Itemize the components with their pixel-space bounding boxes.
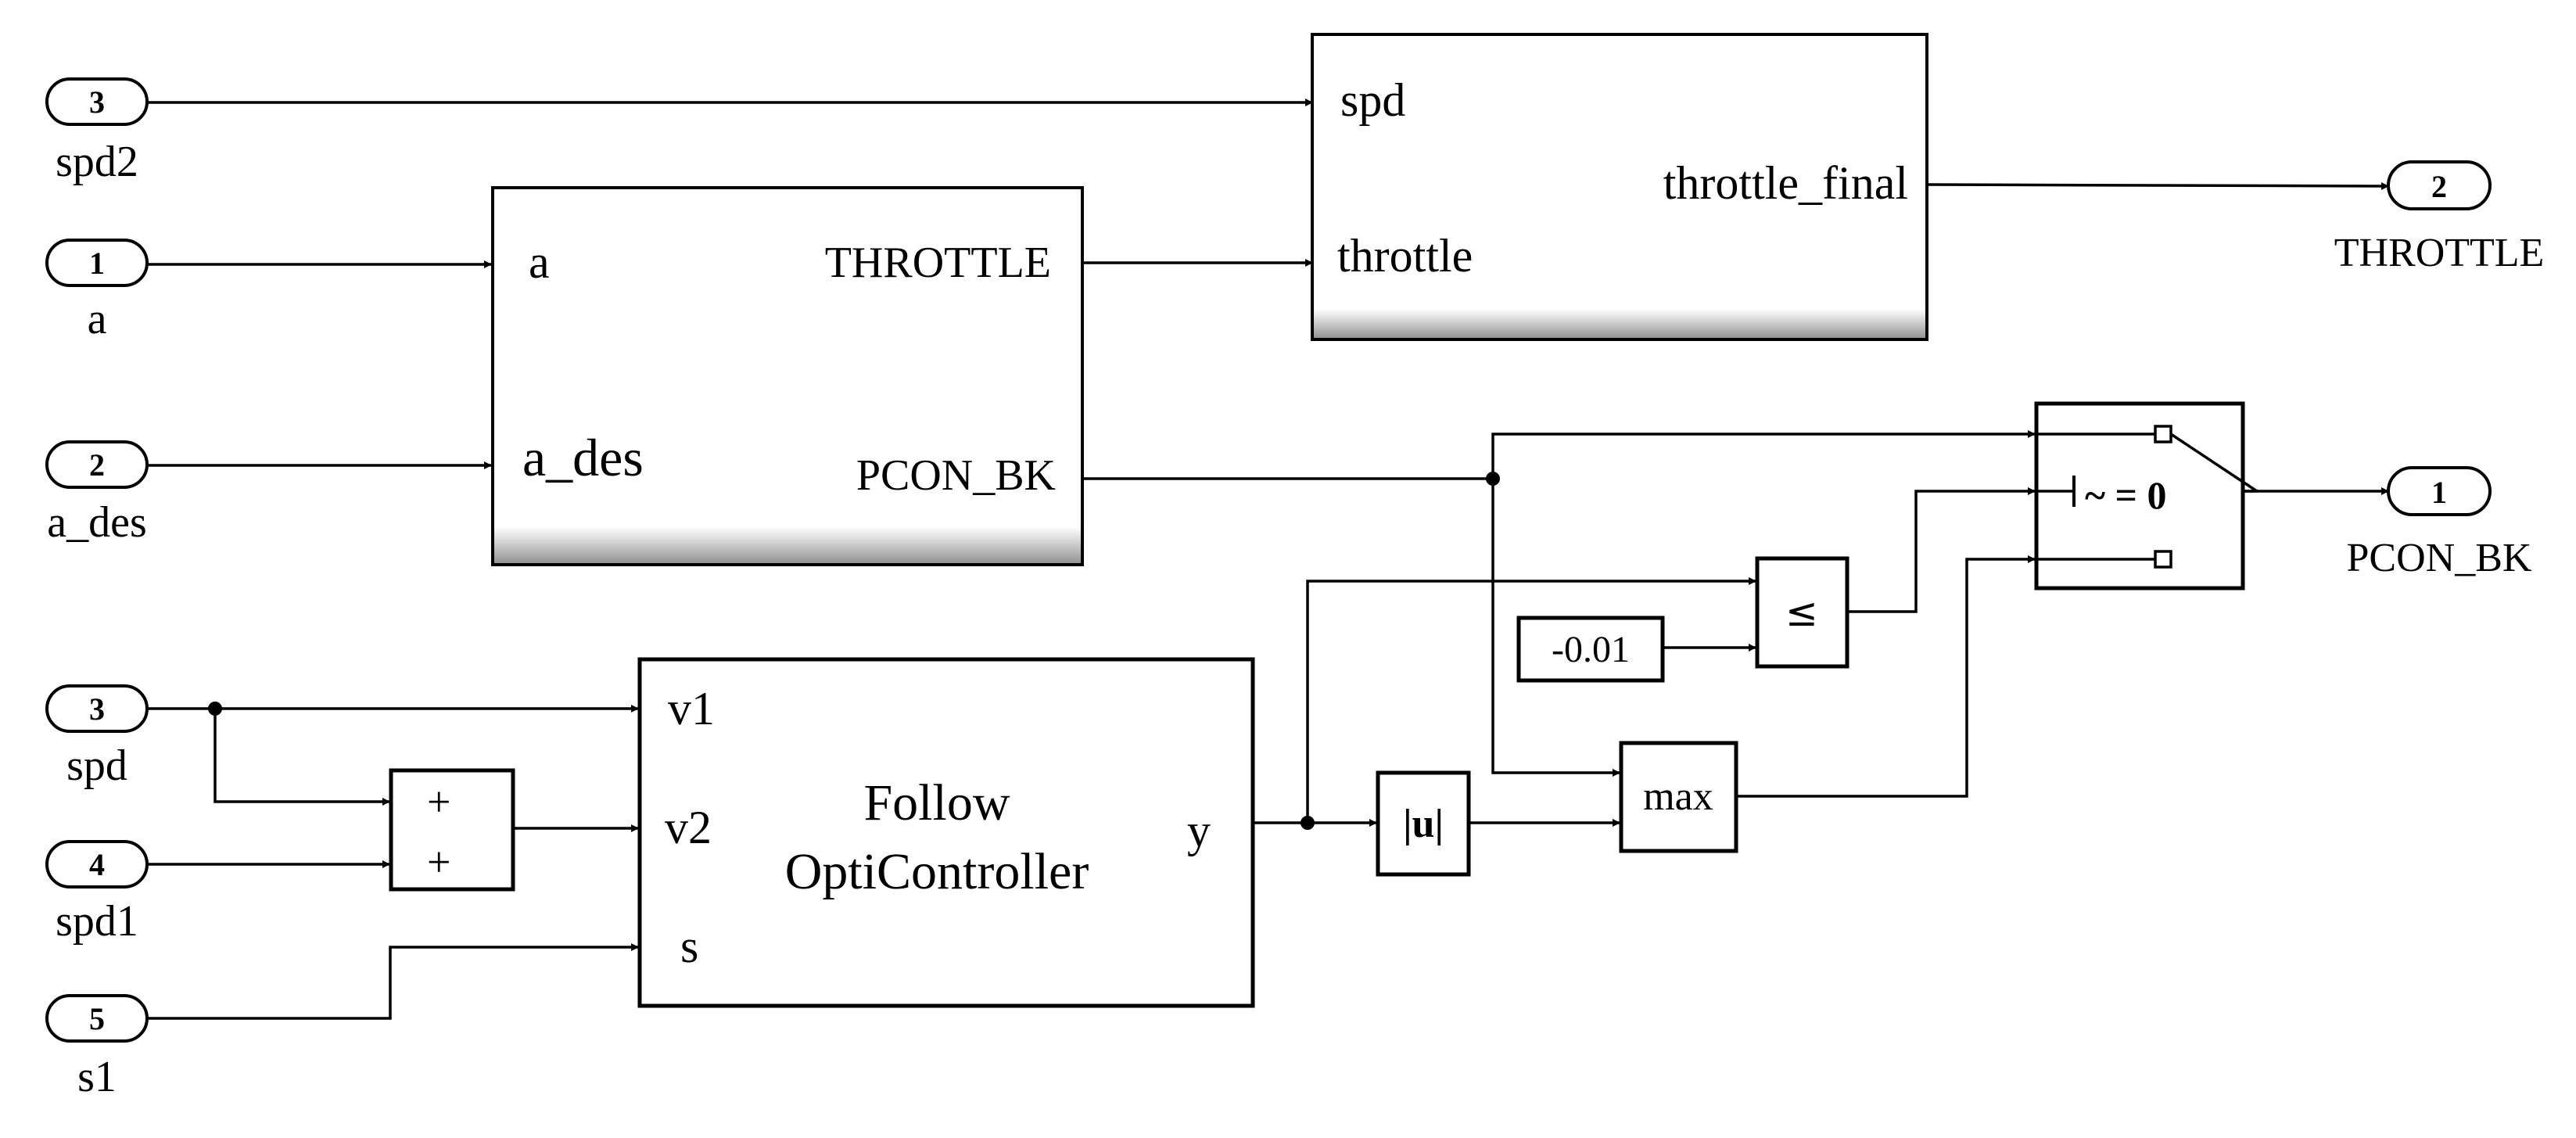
relational-label: ≤ xyxy=(1785,590,1818,635)
subsystem-throttle-final[interactable]: spd throttle throttle_final xyxy=(1311,33,1928,341)
outport-number: 2 xyxy=(2431,169,2447,204)
outport-number: 1 xyxy=(2431,475,2447,510)
port-label-throttle: throttle xyxy=(1337,230,1473,282)
switch-block[interactable]: ~ = 0 xyxy=(2034,401,2258,591)
relational-operator-block[interactable]: ≤ xyxy=(1755,556,1849,669)
switch-contact-bottom xyxy=(2154,550,2172,569)
wire-spd-sum xyxy=(213,709,390,806)
sum-sign-2: + xyxy=(427,838,450,885)
port-label-s: s xyxy=(680,921,698,972)
follow-opticontroller-block[interactable]: v1 v2 s y Follow OptiController xyxy=(637,657,1255,1008)
inport-a-des[interactable]: 2 a_des xyxy=(45,440,149,547)
block-title-line1: Follow xyxy=(863,774,1010,831)
block-title-line2: OptiController xyxy=(785,843,1089,900)
wire-pcon-to-switch xyxy=(1491,430,2036,479)
junction-dot xyxy=(1301,816,1315,830)
constant-value: -0.01 xyxy=(1552,629,1630,670)
port-label-throttle-final: throttle_final xyxy=(1663,157,1908,209)
inport-label: s1 xyxy=(77,1053,117,1101)
inport-number: 3 xyxy=(89,691,105,727)
switch-contact-top xyxy=(2154,425,2172,443)
max-label: max xyxy=(1643,774,1713,819)
wire-max-switch xyxy=(1736,555,2036,798)
port-label-throttle-out: THROTTLE xyxy=(825,239,1051,287)
subsystem-accel[interactable]: a a_des THROTTLE PCON_BK xyxy=(491,186,1084,566)
port-label-v1: v1 xyxy=(668,683,715,734)
inport-number: 3 xyxy=(89,84,105,120)
wire-y-relational xyxy=(1306,577,1756,823)
wire-relational-switch xyxy=(1847,487,2036,613)
inport-number: 2 xyxy=(89,447,105,483)
inport-number: 5 xyxy=(89,1001,105,1036)
junction-dot xyxy=(208,702,222,716)
inport-label: spd xyxy=(66,741,127,790)
inport-spd[interactable]: 3 spd xyxy=(45,684,149,790)
port-label-a: a xyxy=(529,236,550,288)
port-label-a-des: a_des xyxy=(522,428,644,487)
abs-label: |u| xyxy=(1403,802,1444,846)
port-label-y: y xyxy=(1187,805,1211,856)
sum-sign-1: + xyxy=(427,778,450,825)
inport-spd2[interactable]: 3 spd2 xyxy=(45,77,149,186)
inport-a[interactable]: 1 a xyxy=(45,239,149,343)
port-label-pcon-bk: PCON_BK xyxy=(856,451,1056,500)
inport-s1[interactable]: 5 s1 xyxy=(45,994,149,1101)
abs-block[interactable]: |u| xyxy=(1376,770,1471,877)
inport-label: spd2 xyxy=(56,138,138,186)
inport-label: a_des xyxy=(47,498,147,547)
signal-lines xyxy=(147,99,2389,1020)
switch-arm xyxy=(2170,433,2258,493)
inport-number: 4 xyxy=(89,847,105,882)
switch-criteria: ~ = 0 xyxy=(2085,473,2167,517)
outport-pcon-bk[interactable]: 1 PCON_BK xyxy=(2347,466,2532,580)
wire-throttle-final xyxy=(1926,181,2389,190)
wire-pcon-to-max xyxy=(1491,479,1620,777)
port-label-spd: spd xyxy=(1340,74,1405,126)
port-label-v2: v2 xyxy=(665,802,712,853)
sum-block[interactable]: + + xyxy=(389,768,515,892)
junction-dot xyxy=(1486,472,1500,486)
outport-label: PCON_BK xyxy=(2347,536,2532,580)
inport-label: a xyxy=(88,295,107,343)
max-block[interactable]: max xyxy=(1619,741,1738,853)
constant-block[interactable]: -0.01 xyxy=(1516,616,1665,683)
wire-s1 xyxy=(147,943,639,1020)
inport-label: spd1 xyxy=(56,897,138,946)
outport-throttle[interactable]: 2 THROTTLE xyxy=(2334,160,2545,275)
inport-number: 1 xyxy=(89,246,105,281)
outport-label: THROTTLE xyxy=(2334,231,2545,275)
inport-spd1[interactable]: 4 spd1 xyxy=(45,840,149,946)
